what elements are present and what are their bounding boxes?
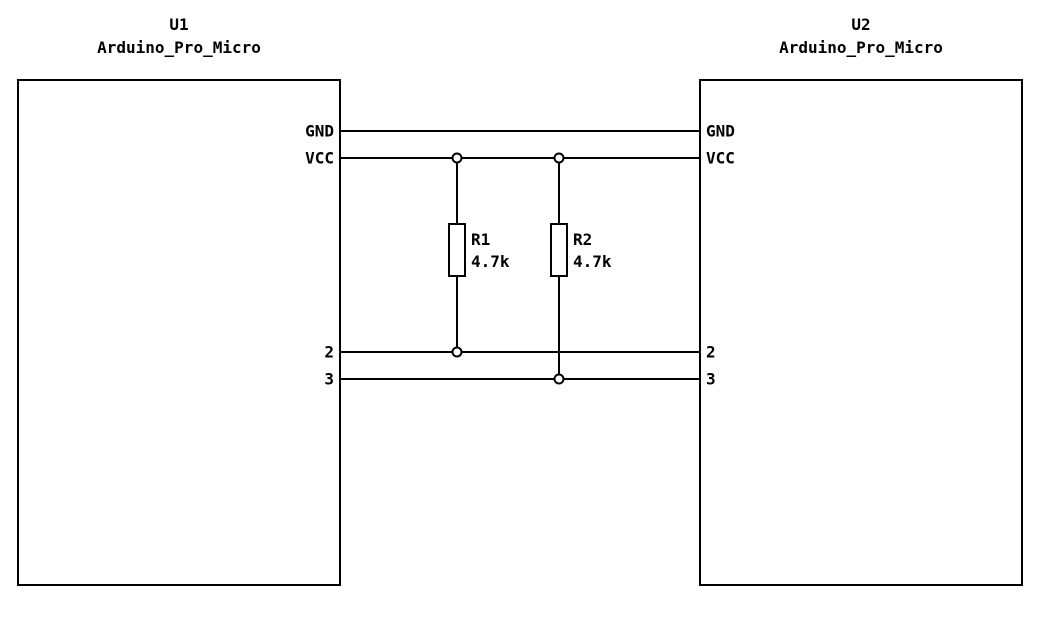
u1-body xyxy=(17,79,341,586)
u1-pin-label-gnd: GND xyxy=(305,122,334,141)
u2-refdes: U2 xyxy=(851,15,870,34)
u1-pin-label-vcc: VCC xyxy=(305,149,334,168)
r2-refdes: R2 xyxy=(573,230,592,249)
r1-refdes: R1 xyxy=(471,230,490,249)
component-u2: U2 Arduino_Pro_Micro GND VCC 2 3 xyxy=(699,15,1023,586)
r1-body xyxy=(448,223,466,277)
resistor-r2: R2 4.7k xyxy=(550,158,612,379)
wires xyxy=(340,130,700,380)
r2-value: 4.7k xyxy=(573,252,612,271)
u2-body xyxy=(699,79,1023,586)
junction-r2-pin3 xyxy=(553,373,565,385)
r1-value: 4.7k xyxy=(471,252,510,271)
component-u1: U1 Arduino_Pro_Micro GND VCC 2 3 xyxy=(17,15,341,586)
junctions xyxy=(451,152,565,385)
r2-body xyxy=(550,223,568,277)
junction-r2-vcc xyxy=(553,152,565,164)
u2-value: Arduino_Pro_Micro xyxy=(779,38,943,57)
u2-pin-label-3: 3 xyxy=(706,370,716,389)
u2-pin-label-gnd: GND xyxy=(706,122,735,141)
u2-pin-label-vcc: VCC xyxy=(706,149,735,168)
u2-pin-label-2: 2 xyxy=(706,343,716,362)
u1-refdes: U1 xyxy=(169,15,188,34)
junction-r1-pin2 xyxy=(451,346,463,358)
junction-r1-vcc xyxy=(451,152,463,164)
u1-pin-label-2: 2 xyxy=(324,343,334,362)
resistor-r1: R1 4.7k xyxy=(448,158,510,352)
u1-pin-label-3: 3 xyxy=(324,370,334,389)
u1-value: Arduino_Pro_Micro xyxy=(97,38,261,57)
